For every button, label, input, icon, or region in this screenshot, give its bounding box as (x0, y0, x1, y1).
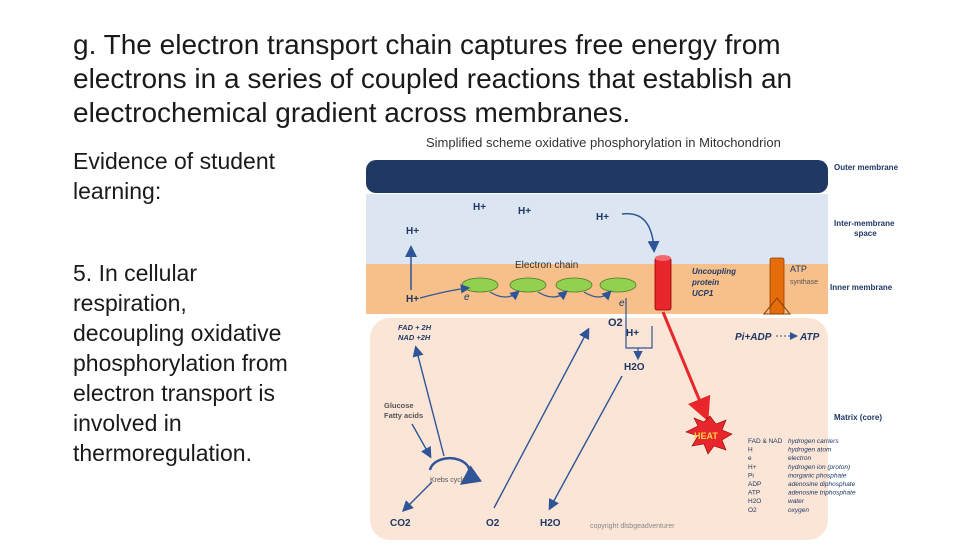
water-formation-bracket (625, 298, 653, 349)
krebs-cycle-arrow (428, 456, 483, 485)
legend-description: water (788, 498, 805, 505)
legend-description: hydrogen atom (788, 447, 832, 454)
legend-term: H+ (748, 464, 757, 471)
slide-title: g. The electron transport chain captures… (73, 29, 793, 128)
label-intermembrane-1: Inter-membrane (834, 219, 895, 228)
diagram-svg: Simplified scheme oxidative phosphorylat… (366, 135, 899, 540)
heat-burst (685, 415, 733, 455)
ucp-label-1: Uncoupling (692, 267, 736, 276)
krebs-label: Krebs cycle (430, 477, 466, 484)
electron-label-right: e (619, 298, 625, 309)
legend-description: hydrogen ion (proton) (788, 464, 850, 471)
h-plus-label: H+ (406, 294, 419, 305)
h-plus-label: H+ (626, 328, 639, 339)
legend-term: O2 (748, 507, 757, 514)
electron-flow-arrow (583, 290, 612, 301)
co2-label: CO2 (390, 518, 411, 529)
oxygen-arrow (493, 327, 590, 509)
legend-term: H2O (748, 498, 761, 505)
label-inner-membrane: Inner membrane (830, 283, 893, 292)
proton-to-ucp-arrow (621, 212, 660, 253)
o2-bottom-label: O2 (486, 518, 500, 529)
atp-synthase-label-2: synthase (790, 279, 818, 286)
atp-synthase-label-1: ATP (790, 264, 807, 274)
electron-chain-label: Electron chain (515, 260, 578, 271)
electron-flow-arrow (419, 284, 471, 299)
heat-arrow (661, 311, 711, 422)
glucose-to-krebs-arrow (411, 423, 432, 459)
ucp-label-3: UCP1 (692, 289, 714, 298)
legend-description: hydrogen carriers (788, 438, 839, 445)
h-plus-label: H+ (406, 226, 419, 237)
ucp-label-2: protein (691, 278, 719, 287)
atp-synthase-base (762, 297, 792, 315)
nad-label: NAD +2H (398, 333, 431, 342)
water-arrow (548, 375, 623, 511)
evidence-heading: Evidence of student learning: (73, 148, 276, 204)
electron-carrier (599, 277, 637, 293)
fatty-acids-label: Fatty acids (384, 411, 423, 420)
diagram-title: Simplified scheme oxidative phosphorylat… (426, 135, 781, 150)
legend-description: inorganic phosphate (788, 472, 847, 479)
o2-label: O2 (608, 317, 623, 329)
fad-label: FAD + 2H (398, 323, 432, 332)
h-plus-label: H+ (518, 206, 531, 217)
legend-description: adenosine triphosphate (788, 490, 856, 497)
h-plus-label: H+ (473, 202, 486, 213)
ucp1-top (655, 255, 671, 261)
legend-term: H (748, 447, 753, 454)
electron-label-left: e (464, 292, 470, 303)
atp-synthase (769, 257, 785, 315)
atp-label: ATP (799, 332, 820, 343)
legend-description: electron (788, 455, 812, 462)
intermembrane-space (366, 194, 828, 264)
h-plus-label: H+ (596, 212, 609, 223)
label-matrix: Matrix (core) (834, 413, 882, 422)
ucp1-protein (654, 257, 672, 311)
copyright-label: copyright dlsbgeadventurer (590, 523, 675, 530)
electron-flow-arrow (537, 290, 568, 301)
electron-carrier (555, 277, 593, 293)
electron-carrier (509, 277, 547, 293)
h2o-label: H2O (624, 362, 645, 373)
legend-description: oxygen (788, 507, 809, 514)
label-intermembrane-2: space (854, 229, 877, 238)
legend-term: ATP (748, 490, 760, 497)
outer-membrane (366, 160, 828, 193)
legend-term: Pi (748, 472, 754, 479)
mitochondrion-diagram: Simplified scheme oxidative phosphorylat… (360, 130, 960, 540)
label-outer-membrane: Outer membrane (834, 163, 899, 172)
legend-term: e (748, 455, 752, 462)
pi-adp-label: Pi+ADP (735, 332, 772, 343)
matrix (370, 318, 828, 540)
electron-carrier (461, 277, 499, 293)
electron-flow-arrow (489, 290, 520, 301)
learning-point-5: 5. In cellular respiration, decoupling o… (73, 260, 288, 466)
co2-arrow (402, 481, 433, 512)
glucose-label: Glucose (384, 401, 414, 410)
inner-membrane (366, 264, 828, 314)
h2o-bottom-label: H2O (540, 518, 561, 529)
legend-term: FAD & NAD (748, 438, 783, 445)
legend-term: ADP (748, 481, 761, 488)
legend-description: adenosine diphosphate (788, 481, 856, 488)
nadh-arrow (412, 345, 445, 457)
heat-label: HEAT (694, 431, 718, 441)
